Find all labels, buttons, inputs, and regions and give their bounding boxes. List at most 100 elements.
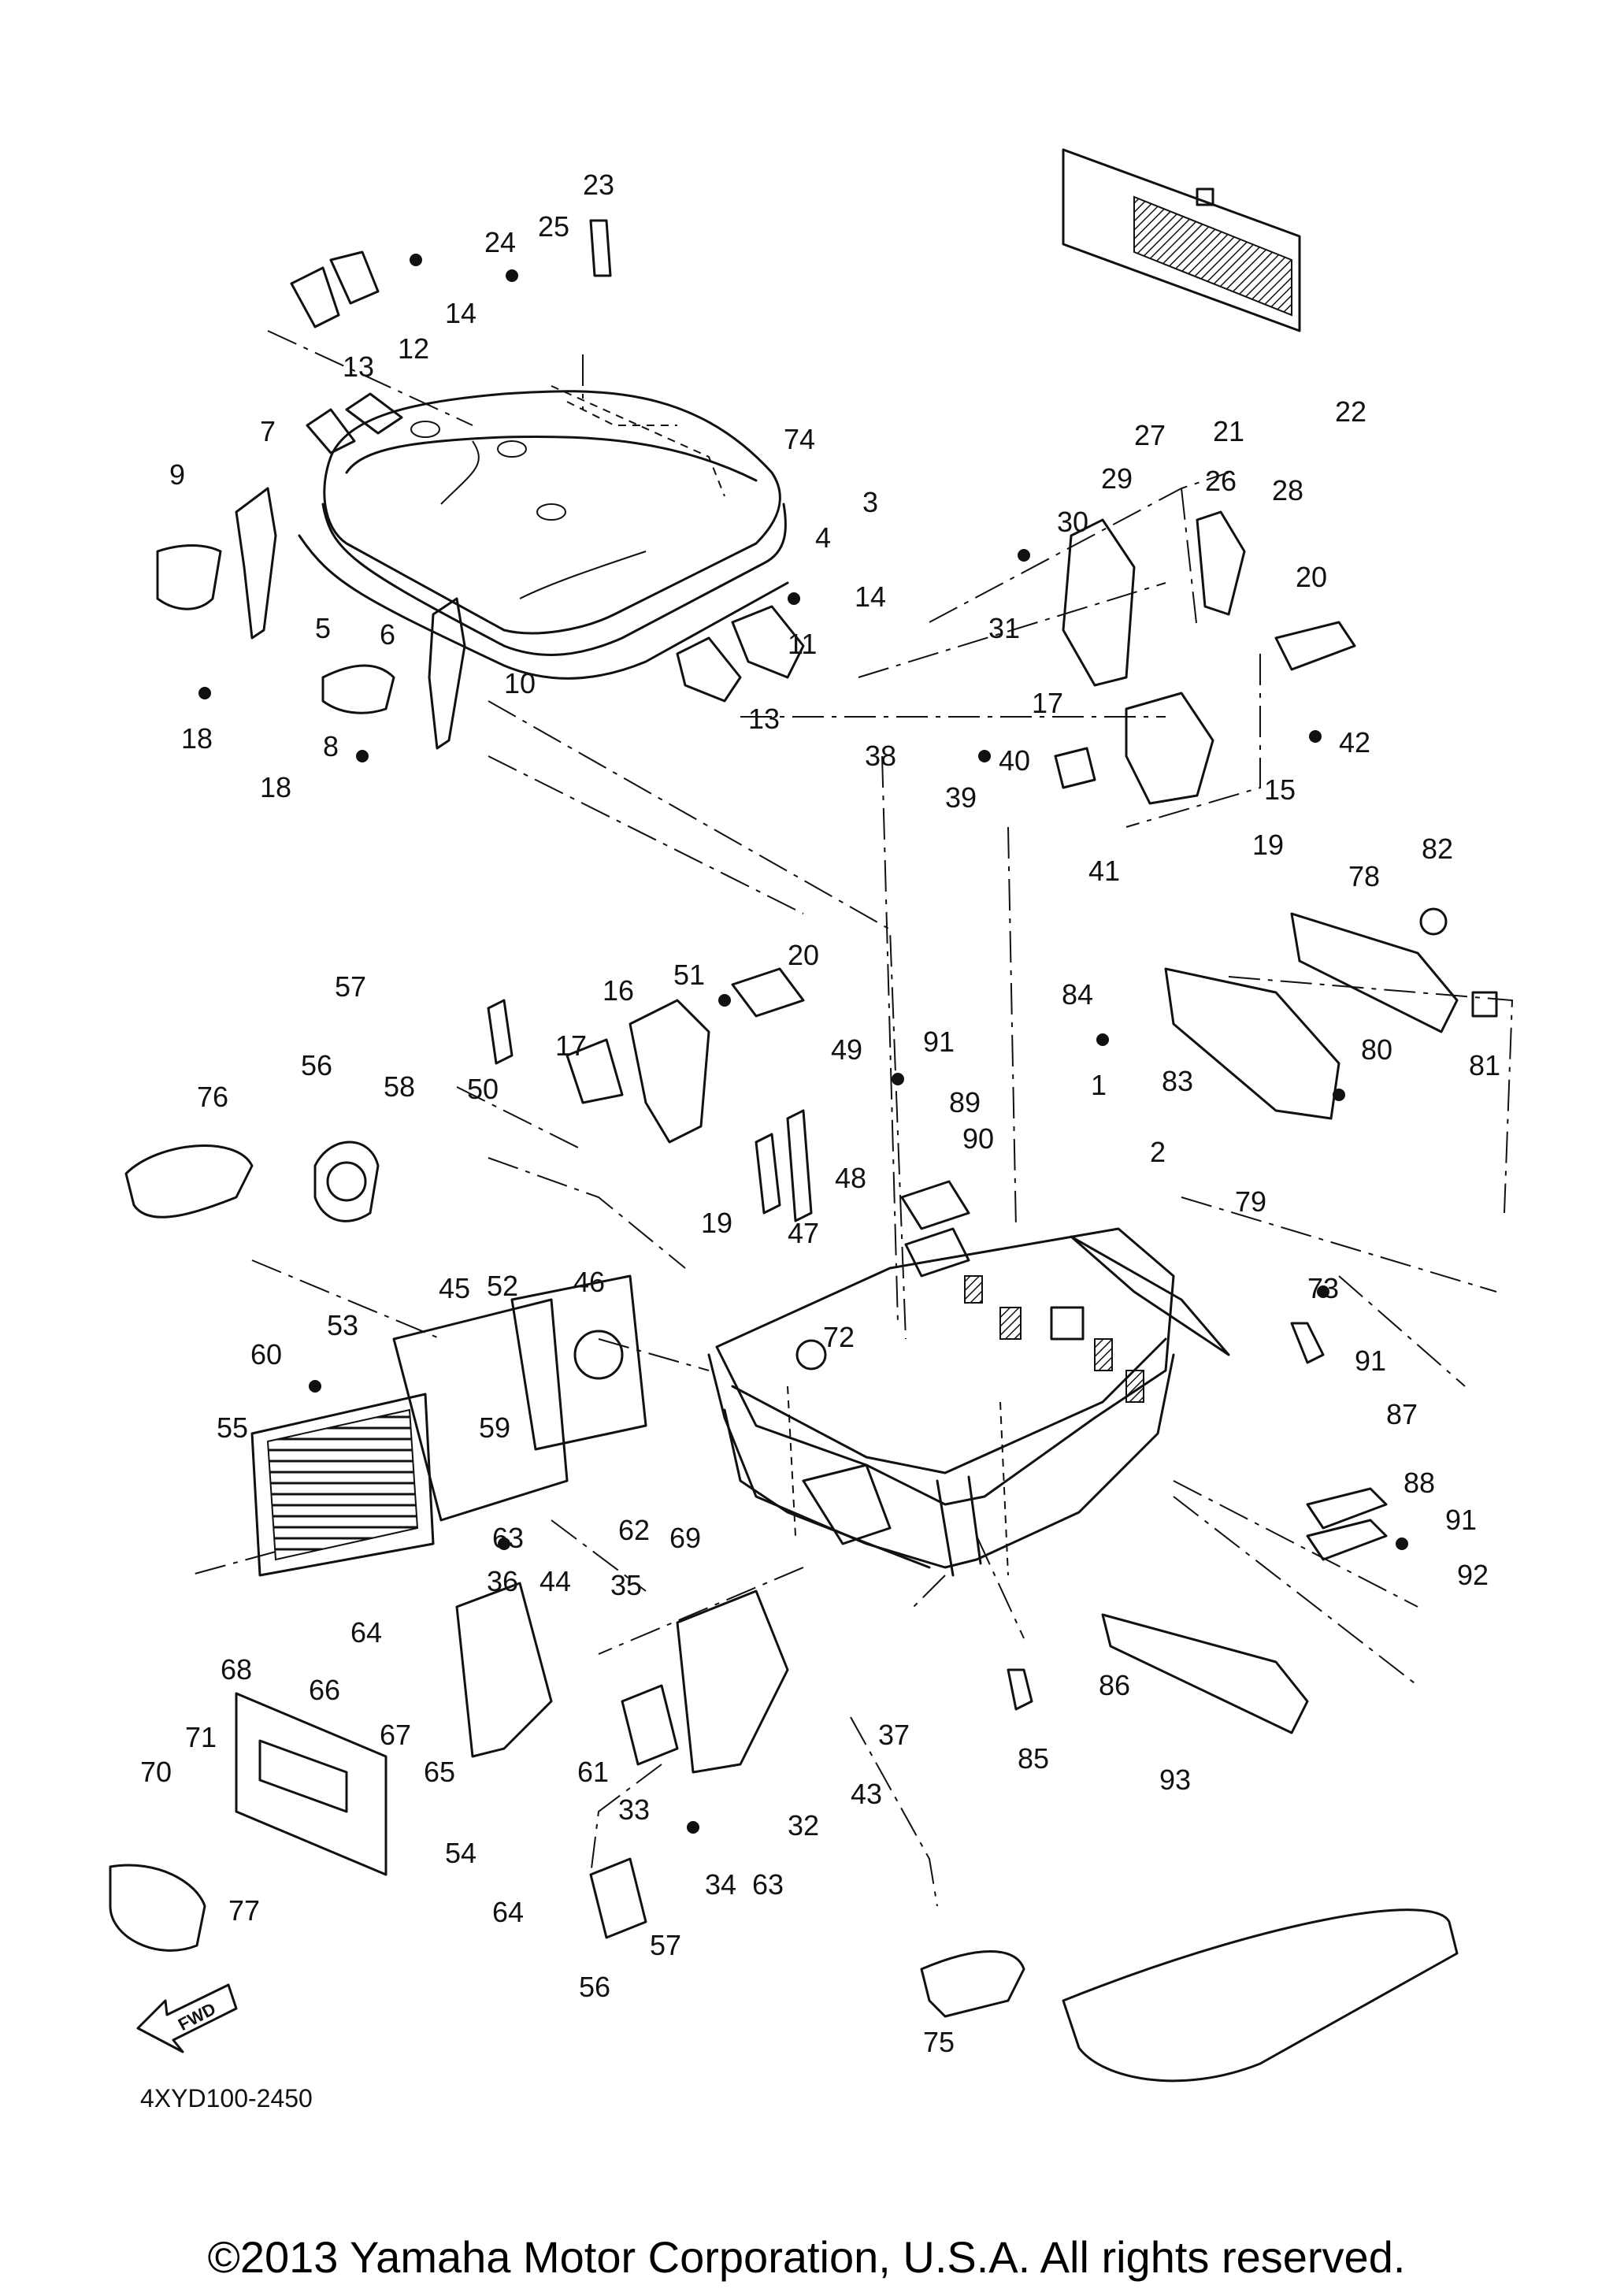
callout-24: 24 [484, 226, 516, 258]
callout-1: 1 [1091, 1069, 1107, 1101]
latch-assembly [1054, 148, 1356, 805]
callout-14: 14 [445, 297, 476, 329]
trunk-mat [1062, 1908, 1459, 2083]
callout-49: 49 [831, 1033, 862, 1066]
callout-76: 76 [197, 1081, 228, 1113]
callout-7: 7 [260, 415, 276, 447]
callout-86: 86 [1099, 1669, 1130, 1701]
callout-74: 74 [784, 423, 815, 455]
callout-3: 3 [862, 486, 878, 518]
lower-right-parts [920, 1487, 1459, 2083]
callout-54: 54 [445, 1837, 476, 1869]
trunk-lid [321, 385, 787, 656]
callout-56b: 56 [579, 1971, 610, 2003]
callout-9: 9 [169, 458, 185, 491]
callout-50: 50 [467, 1073, 499, 1105]
callout-75: 75 [923, 2026, 955, 2058]
callout-79: 79 [1235, 1185, 1266, 1218]
callout-18: 18 [181, 722, 213, 755]
leader-lines [188, 330, 1514, 1907]
callout-42: 42 [1339, 726, 1370, 759]
callout-23: 23 [583, 169, 614, 201]
callout-45: 45 [439, 1272, 470, 1304]
callout-33: 33 [618, 1793, 650, 1826]
callout-4: 4 [815, 521, 831, 554]
callout-82: 82 [1422, 833, 1453, 865]
callout-19b: 19 [701, 1207, 732, 1239]
callout-68: 68 [221, 1653, 252, 1686]
callout-93: 93 [1159, 1764, 1191, 1796]
callout-15: 15 [1264, 773, 1296, 806]
callout-14b: 14 [855, 580, 886, 613]
callout-labels: 1 2 3 4 5 6 7 8 9 10 11 12 13 13 14 14 1… [140, 169, 1500, 2058]
callout-17b: 17 [555, 1029, 587, 1062]
callout-55: 55 [217, 1411, 248, 1444]
callout-18b: 18 [260, 771, 291, 803]
callout-47: 47 [788, 1217, 819, 1249]
callout-78: 78 [1348, 860, 1380, 892]
callout-61: 61 [577, 1756, 609, 1788]
callout-63b: 63 [752, 1868, 784, 1901]
callout-92: 92 [1457, 1559, 1489, 1591]
callout-87: 87 [1386, 1398, 1418, 1430]
callout-77: 77 [228, 1894, 260, 1927]
lower-left-parts [109, 1144, 387, 1952]
callout-20b: 20 [788, 939, 819, 971]
callout-5: 5 [315, 612, 331, 644]
callout-73: 73 [1307, 1272, 1339, 1304]
callout-91: 91 [923, 1026, 955, 1058]
diagram-code: 4XYD100-2450 [140, 2084, 313, 2112]
lid-hinges [156, 219, 805, 750]
callout-69: 69 [669, 1522, 701, 1554]
callout-30: 30 [1057, 506, 1088, 538]
callout-71: 71 [185, 1721, 217, 1753]
callout-29: 29 [1101, 462, 1133, 495]
callout-72: 72 [823, 1321, 855, 1353]
callout-58: 58 [384, 1070, 415, 1103]
callout-32: 32 [788, 1809, 819, 1842]
fasteners [198, 254, 1408, 1834]
reflector [109, 1864, 206, 1952]
callout-80: 80 [1361, 1033, 1392, 1066]
copyright-notice: ©2013 Yamaha Motor Corporation, U.S.A. A… [208, 2232, 1406, 2282]
callout-35: 35 [610, 1569, 642, 1601]
callout-52: 52 [487, 1270, 518, 1302]
callout-67: 67 [380, 1719, 411, 1751]
callout-53: 53 [327, 1309, 358, 1341]
callout-84: 84 [1062, 978, 1093, 1011]
callout-13b: 13 [748, 703, 780, 735]
callout-43: 43 [851, 1778, 882, 1810]
trim-piece-right [920, 1950, 1025, 2018]
callout-57: 57 [335, 970, 366, 1003]
callout-40: 40 [999, 744, 1030, 777]
callout-70: 70 [140, 1756, 172, 1788]
callout-31: 31 [988, 612, 1020, 644]
callout-48: 48 [835, 1162, 866, 1194]
callout-91b: 91 [1355, 1345, 1386, 1377]
callout-12: 12 [398, 332, 429, 365]
license-plate-bracket [235, 1692, 387, 1876]
callout-91c: 91 [1445, 1504, 1477, 1536]
callout-57b: 57 [650, 1929, 681, 1961]
callout-56: 56 [301, 1049, 332, 1081]
callout-25: 25 [538, 210, 569, 243]
callout-2: 2 [1150, 1136, 1166, 1168]
callout-44: 44 [540, 1565, 571, 1597]
lid-seal [298, 534, 789, 680]
callout-83: 83 [1162, 1065, 1193, 1097]
callout-85: 85 [1018, 1742, 1049, 1775]
callout-62: 62 [618, 1514, 650, 1546]
callout-60: 60 [250, 1338, 282, 1371]
callout-88: 88 [1403, 1467, 1435, 1499]
callout-41: 41 [1088, 855, 1120, 887]
callout-13: 13 [343, 351, 374, 383]
callout-8: 8 [323, 730, 339, 762]
callout-63: 63 [492, 1522, 524, 1554]
callout-64: 64 [350, 1616, 382, 1649]
callout-66: 66 [309, 1674, 340, 1706]
callout-65: 65 [424, 1756, 455, 1788]
callout-59: 59 [479, 1411, 510, 1444]
mid-brackets [487, 967, 1325, 1364]
callout-89: 89 [949, 1086, 981, 1118]
